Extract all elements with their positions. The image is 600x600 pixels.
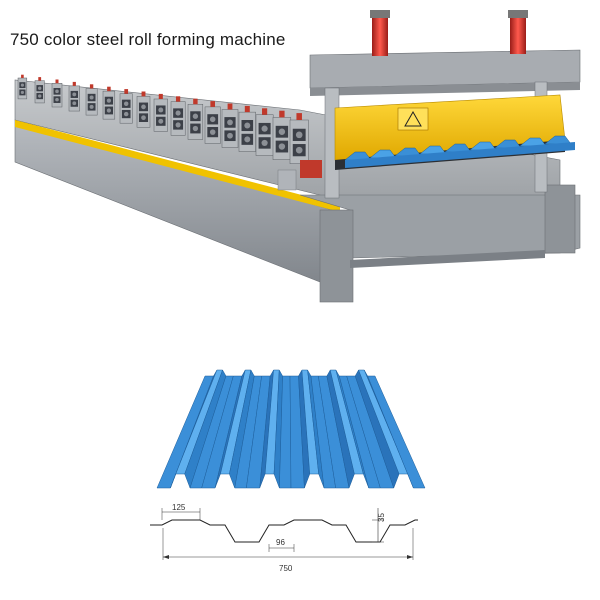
cutting-press	[309, 10, 581, 199]
roller-station	[187, 98, 204, 140]
hydraulic-cylinder	[372, 14, 388, 56]
profile-outline	[150, 519, 418, 543]
dim-total-width-label: 750	[279, 564, 293, 573]
roller-station	[238, 105, 256, 152]
image-title: 750 color steel roll forming machine	[10, 30, 286, 49]
roller-station	[34, 77, 45, 104]
dimension-top-width: 96	[268, 538, 295, 552]
roller-station	[17, 74, 28, 100]
output-steel-sheet	[344, 135, 575, 168]
roller-station	[221, 103, 239, 148]
roller-station	[68, 81, 80, 112]
roller-station	[153, 93, 168, 132]
dim-pitch-label: 125	[172, 503, 186, 512]
hydraulic-cylinder	[510, 14, 526, 54]
roller-station	[51, 79, 63, 108]
roller-station	[170, 96, 186, 136]
roller-station	[255, 108, 274, 156]
roller-station	[102, 86, 116, 120]
control-accents	[277, 160, 322, 191]
blue-corrugated-panel	[156, 369, 426, 489]
dim-top-width-label: 96	[276, 538, 285, 547]
roller-station	[119, 89, 133, 124]
roller-station	[85, 84, 98, 116]
dimension-total-width: 750	[162, 528, 414, 573]
dimension-pitch: 125	[161, 503, 201, 520]
roller-station	[289, 113, 309, 164]
roller-stations	[17, 74, 309, 164]
roller-station	[136, 91, 151, 128]
roller-station	[204, 101, 221, 144]
dimension-height: 35	[372, 508, 386, 543]
dim-height-label: 35	[377, 513, 386, 522]
